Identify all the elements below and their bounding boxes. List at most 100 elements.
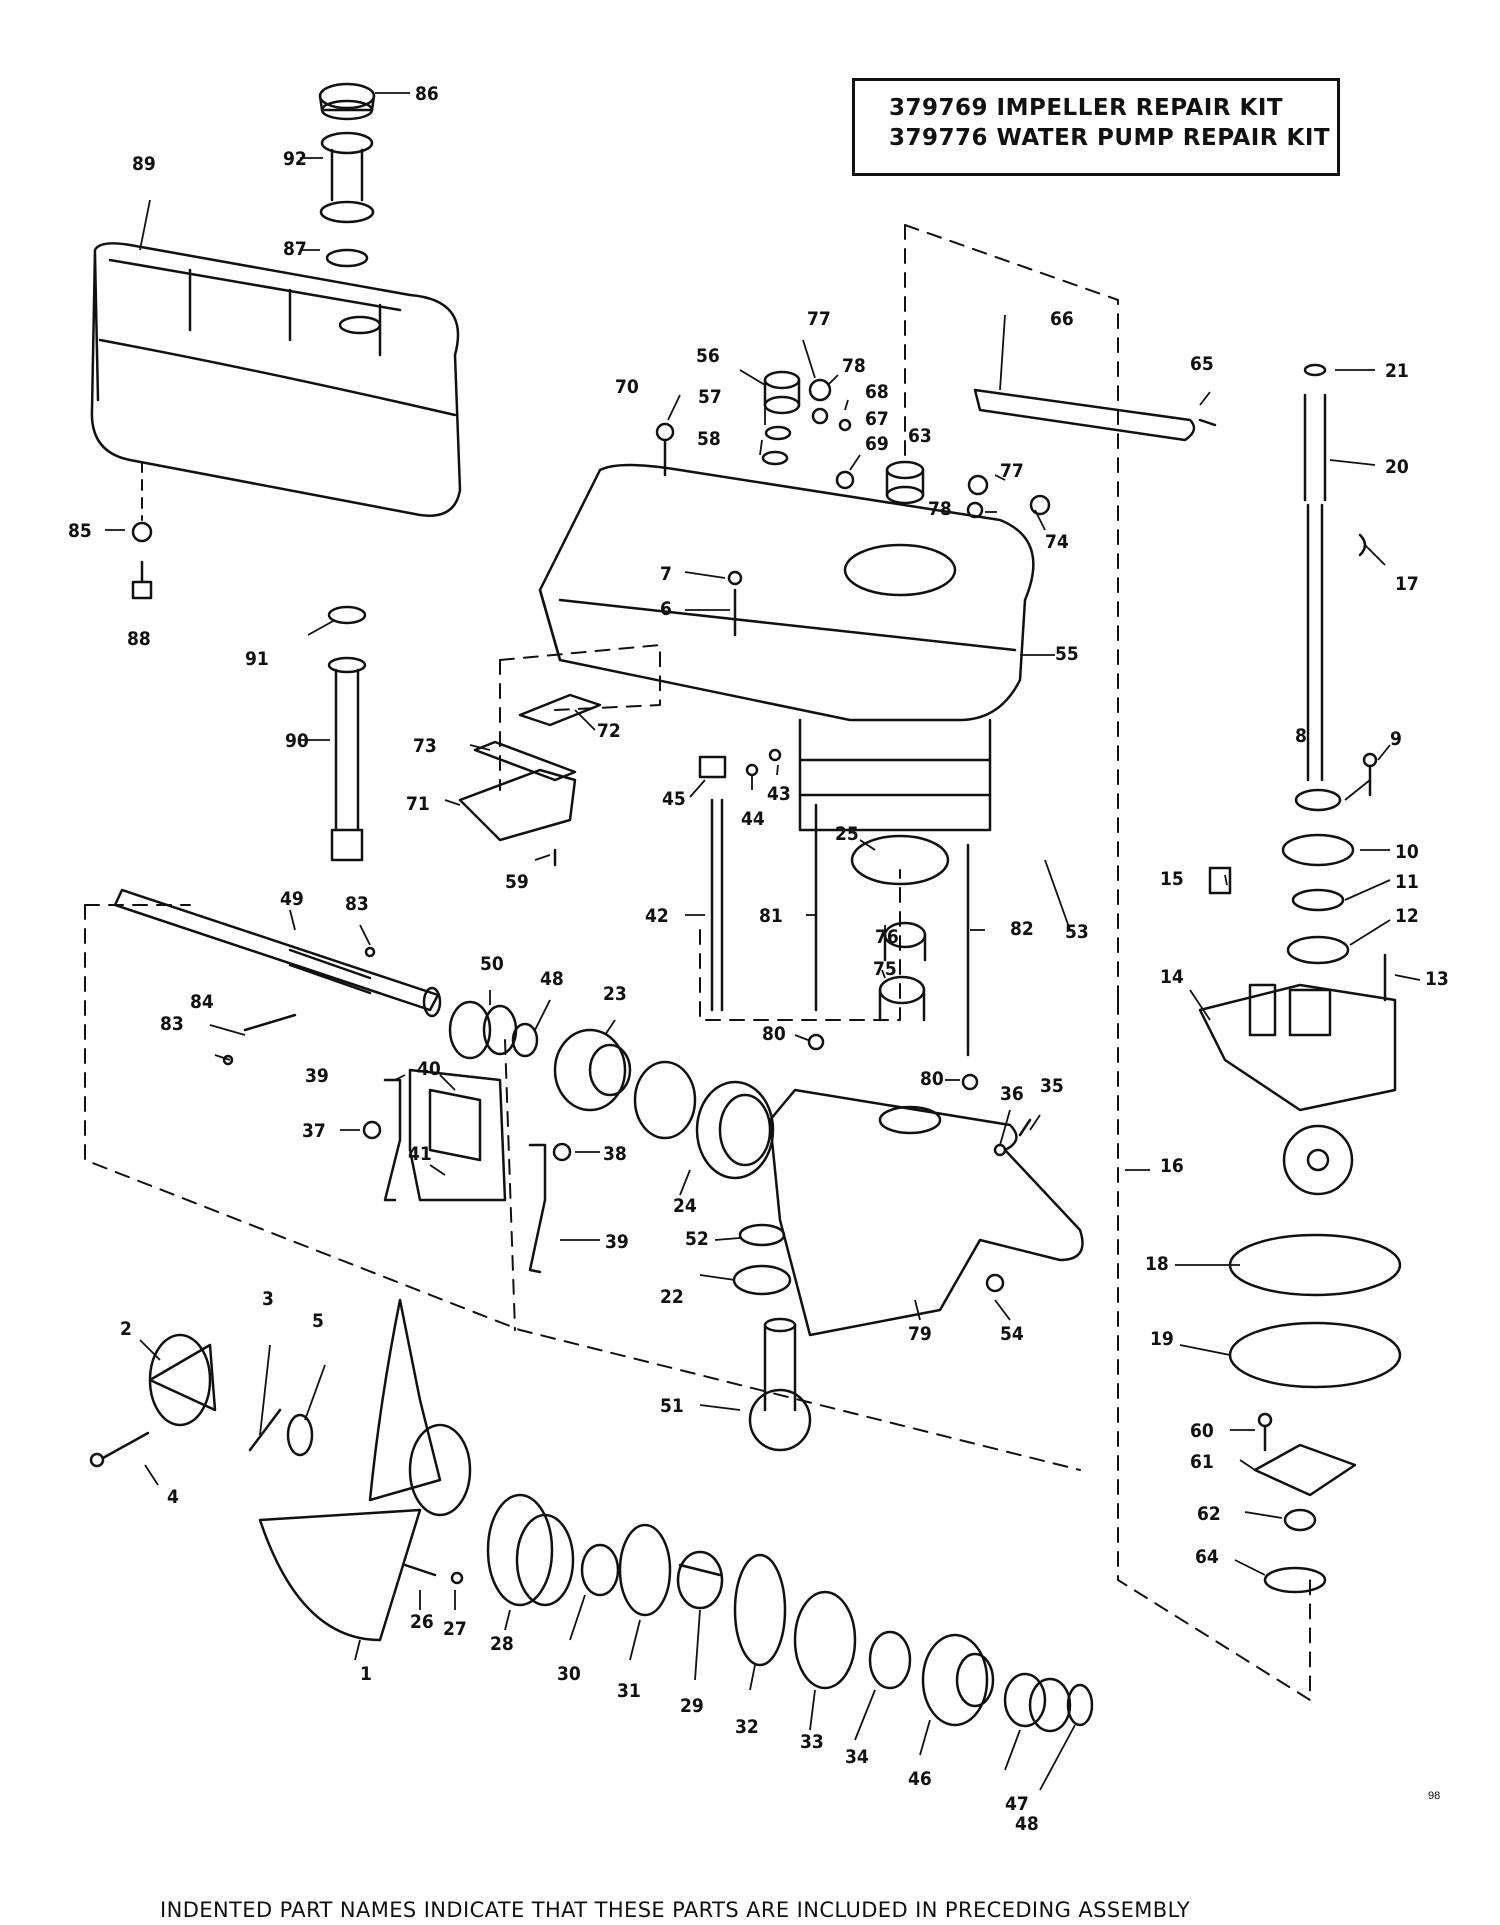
callout: 88 <box>127 628 151 650</box>
callout: 31 <box>617 1680 641 1702</box>
callout: 37 <box>302 1120 326 1142</box>
part-37-bolt <box>362 1120 382 1140</box>
part-69-seal <box>835 470 855 490</box>
part-35-screw <box>1018 1118 1032 1137</box>
part-20-driveshaft <box>1303 393 1327 782</box>
callout: 43 <box>767 783 791 805</box>
callout: 55 <box>1055 643 1079 665</box>
callout: 15 <box>1160 868 1184 890</box>
callout: 30 <box>557 1663 581 1685</box>
callout: 67 <box>865 408 889 430</box>
callout: 86 <box>415 83 439 105</box>
part-33-retainer <box>793 1590 857 1690</box>
part-80-washer <box>807 1033 825 1051</box>
callout: 82 <box>1010 918 1034 940</box>
callout: 26 <box>410 1611 434 1633</box>
callout: 39 <box>305 1065 329 1087</box>
part-71-scoop <box>458 768 577 842</box>
callout: 36 <box>1000 1083 1024 1105</box>
callout: 77 <box>807 308 831 330</box>
callout: 83 <box>160 1013 184 1035</box>
part-52-washer <box>738 1223 786 1247</box>
callout: 89 <box>132 153 156 175</box>
callout: 38 <box>603 1143 627 1165</box>
callout: 14 <box>1160 966 1184 988</box>
callout: 84 <box>190 991 214 1013</box>
callout: 1 <box>360 1663 372 1685</box>
part-79-gearcase <box>768 1088 1084 1337</box>
callout: 61 <box>1190 1451 1214 1473</box>
callout: 41 <box>408 1143 432 1165</box>
callout: 79 <box>908 1323 932 1345</box>
part-74-plug <box>1029 494 1051 516</box>
part-58-washer <box>761 450 789 466</box>
part-29-bearing <box>676 1550 724 1610</box>
callout: 69 <box>865 433 889 455</box>
part-75-bearing <box>878 975 926 1022</box>
part-46-gear <box>921 1633 995 1727</box>
part-72-plate <box>518 693 602 727</box>
part-38-bolt <box>552 1142 572 1162</box>
callout: 73 <box>413 735 437 757</box>
callout: 22 <box>660 1286 684 1308</box>
callout: 25 <box>835 823 859 845</box>
part-68-clip <box>838 418 852 432</box>
part-39-lever-left <box>383 1078 402 1202</box>
part-21-ring <box>1303 363 1327 377</box>
callout: 17 <box>1395 573 1419 595</box>
callout: 5 <box>312 1310 324 1332</box>
part-3-pin <box>248 1408 282 1452</box>
part-10-plate <box>1281 833 1355 867</box>
callout: 7 <box>660 563 672 585</box>
callout: 28 <box>490 1633 514 1655</box>
callout: 19 <box>1150 1328 1174 1350</box>
callout: 29 <box>680 1695 704 1717</box>
part-48-washer <box>511 1022 539 1058</box>
callout: 64 <box>1195 1546 1219 1568</box>
callout: 18 <box>1145 1253 1169 1275</box>
part-36-pin <box>993 1143 1007 1157</box>
part-18-plate <box>1228 1233 1402 1297</box>
callout: 20 <box>1385 456 1409 478</box>
callout: 70 <box>615 376 639 398</box>
part-34-washer <box>868 1630 912 1690</box>
callout: 13 <box>1425 968 1449 990</box>
callout: 4 <box>167 1486 179 1508</box>
callout: 3 <box>262 1288 274 1310</box>
part-28-bearing-carrier <box>486 1493 575 1607</box>
callout: 44 <box>741 808 765 830</box>
callout: 68 <box>865 381 889 403</box>
callout: 50 <box>480 953 504 975</box>
part-19-gasket <box>1228 1321 1402 1389</box>
callout: 48 <box>1015 1813 1039 1835</box>
part-65-screw <box>1198 418 1217 427</box>
callout: 54 <box>1000 1323 1024 1345</box>
part-54-plug <box>985 1273 1005 1293</box>
part-23-gear <box>553 1028 632 1112</box>
callout: 51 <box>660 1395 684 1417</box>
callout: 34 <box>845 1746 869 1768</box>
callout: 48 <box>540 968 564 990</box>
part-32-ring <box>733 1553 787 1667</box>
part-40-41-shift <box>408 1068 507 1202</box>
callout: 10 <box>1395 841 1419 863</box>
part-78-washer <box>811 407 829 425</box>
callout: 91 <box>245 648 269 670</box>
part-15-grommet <box>1208 866 1232 895</box>
part-47-bushing <box>1003 1672 1072 1733</box>
callout: 75 <box>873 958 897 980</box>
part-89-housing <box>90 242 462 517</box>
part-55-main-housing <box>538 463 1035 832</box>
callout: 80 <box>762 1023 786 1045</box>
part-90-tube <box>327 656 367 862</box>
dashed-group-outlines <box>84 224 1311 1701</box>
part-83b-ball <box>222 1054 234 1066</box>
callout: 39 <box>605 1231 629 1253</box>
part-80b-washer <box>961 1073 979 1091</box>
callout: 24 <box>673 1195 697 1217</box>
part-11-seal <box>1291 888 1345 912</box>
part-42-rod <box>710 798 724 1012</box>
kit-line-water-pump: 379776 WATER PUMP REPAIR KIT <box>889 125 1331 151</box>
callout: 83 <box>345 893 369 915</box>
